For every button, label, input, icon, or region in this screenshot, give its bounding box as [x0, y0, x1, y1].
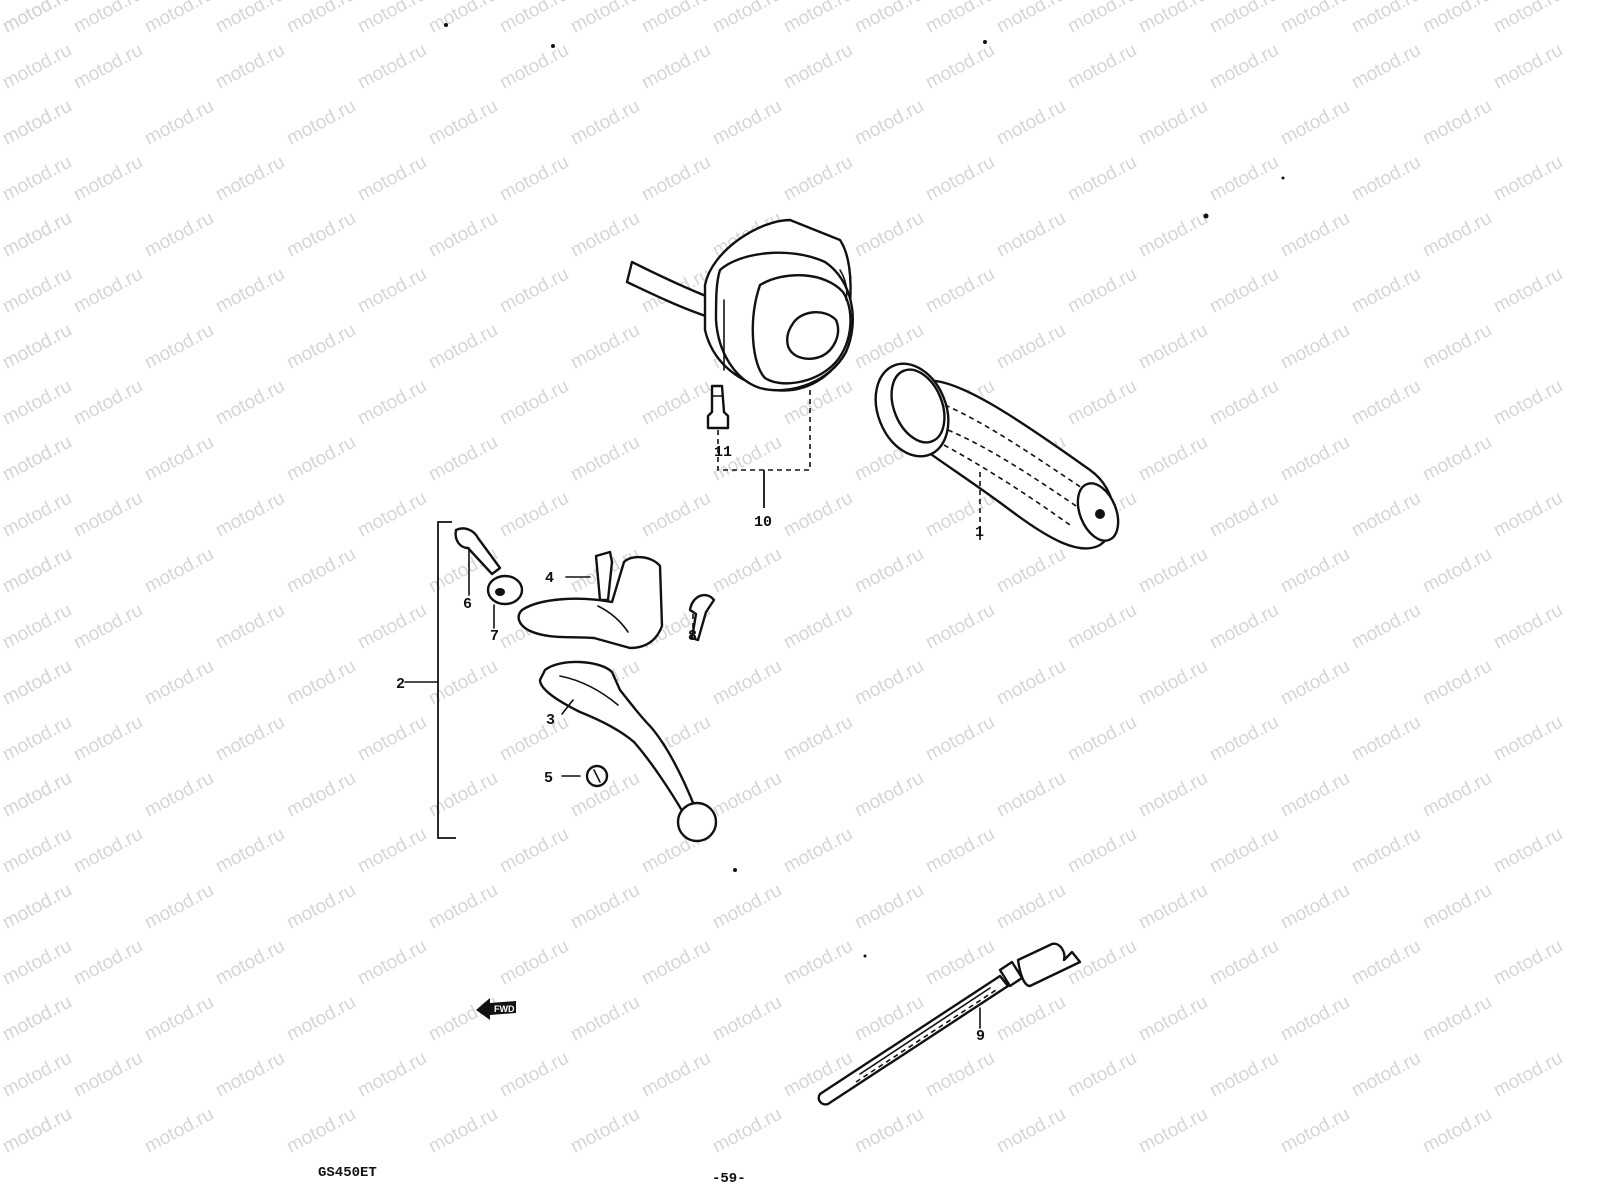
callout-7: 7 [490, 628, 499, 645]
callout-6: 6 [463, 596, 472, 613]
screw-icon [706, 384, 730, 430]
page-number: -59- [712, 1171, 746, 1187]
handlebar-grip-icon [874, 362, 1120, 550]
callout-10: 10 [754, 514, 772, 531]
callout-1: 1 [975, 524, 984, 541]
callout-5: 5 [544, 770, 553, 787]
callout-9: 9 [976, 1028, 985, 1045]
cable-tie-icon [817, 942, 1082, 1106]
handlebar-switch-icon [625, 218, 854, 392]
scan-specks [444, 23, 1285, 958]
callout-11: 11 [714, 444, 732, 461]
fwd-label: FWD [494, 1004, 515, 1014]
clutch-lever-icon [454, 527, 718, 843]
callout-4: 4 [545, 570, 554, 587]
callout-3: 3 [546, 712, 555, 729]
forward-arrow-icon: FWD [476, 998, 516, 1020]
callout-8: 8 [688, 628, 697, 645]
model-code: GS450ET [318, 1165, 377, 1181]
callout-2: 2 [396, 676, 405, 693]
